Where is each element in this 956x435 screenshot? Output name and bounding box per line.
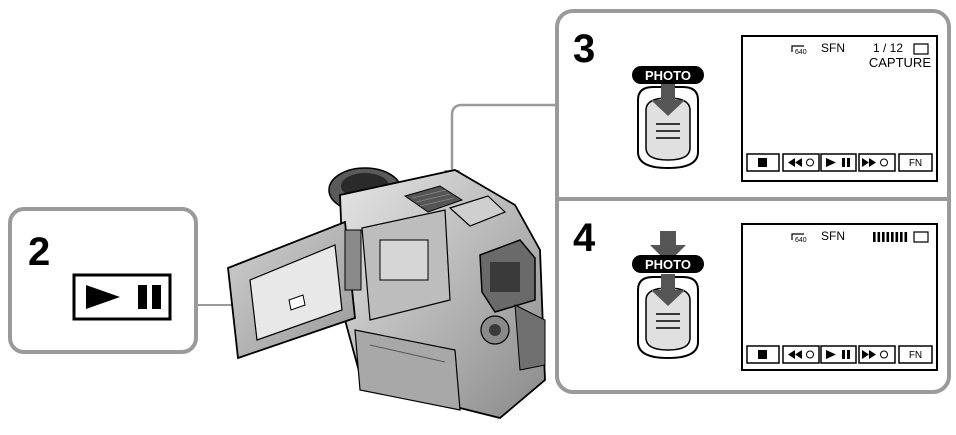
progress-bar-segment (900, 232, 903, 242)
photo-label: PHOTO (645, 257, 691, 272)
fast-forward-icon (862, 350, 888, 359)
frame-counter: 1 / 12 (873, 41, 903, 55)
progress-bar-segment (891, 232, 894, 242)
rewind-icon (788, 158, 814, 167)
step-2-number: 2 (28, 230, 50, 274)
progress-bar-segment (895, 232, 899, 242)
progress-bar-segment (877, 232, 881, 242)
rewind-icon (788, 350, 814, 359)
rewind-button[interactable] (782, 345, 820, 364)
play-pause-icon (826, 158, 850, 167)
photo-button-step4[interactable]: PHOTO (632, 231, 704, 360)
progress-bar-segment (873, 232, 876, 242)
photo-button-step3[interactable]: PHOTO (632, 66, 704, 170)
svg-text:640: 640 (795, 49, 807, 56)
progress-bar-segment (904, 232, 908, 242)
quality-label: SFN (821, 41, 845, 55)
lcd-screen-step4: 640 SFN (741, 223, 938, 371)
rewind-button[interactable] (782, 153, 820, 172)
stop-icon (758, 350, 767, 359)
fast-forward-button[interactable] (858, 345, 896, 364)
recording-progress-indicator (873, 232, 908, 242)
fast-forward-button[interactable] (858, 153, 896, 172)
step-3-number: 3 (573, 27, 595, 71)
press-arrow-outside-icon (650, 231, 686, 263)
image-size-icon: 640 (791, 45, 807, 56)
svg-text:FN: FN (909, 350, 922, 361)
press-arrow-icon (651, 84, 685, 116)
lcd-screen-step3: 640 SFN 1 / 12 CAPTURE (741, 35, 938, 182)
stop-icon (758, 158, 767, 167)
memory-card-icon (913, 43, 929, 55)
press-arrow-icon (651, 274, 685, 306)
step-2-panel: 2 (8, 207, 198, 354)
step-4-number: 4 (573, 216, 596, 260)
camcorder-illustration (227, 167, 546, 419)
play-pause-icon (86, 285, 161, 309)
fn-button[interactable]: FN (898, 345, 933, 364)
stop-button[interactable] (746, 153, 780, 172)
capture-status: CAPTURE (869, 55, 931, 70)
memory-card-icon (913, 231, 929, 243)
svg-text:640: 640 (795, 237, 807, 244)
play-pause-button-lcd[interactable] (820, 153, 857, 172)
play-pause-button[interactable] (72, 273, 172, 321)
fn-button[interactable]: FN (898, 153, 933, 172)
play-pause-button-lcd[interactable] (820, 345, 857, 364)
progress-bar-segment (886, 232, 890, 242)
image-size-icon: 640 (791, 233, 807, 244)
play-pause-icon (826, 350, 850, 359)
svg-text:FN: FN (909, 158, 922, 169)
quality-label: SFN (821, 229, 845, 243)
stop-button[interactable] (746, 345, 780, 364)
progress-bar-segment (882, 232, 885, 242)
photo-label: PHOTO (645, 68, 691, 83)
fast-forward-icon (862, 158, 888, 167)
